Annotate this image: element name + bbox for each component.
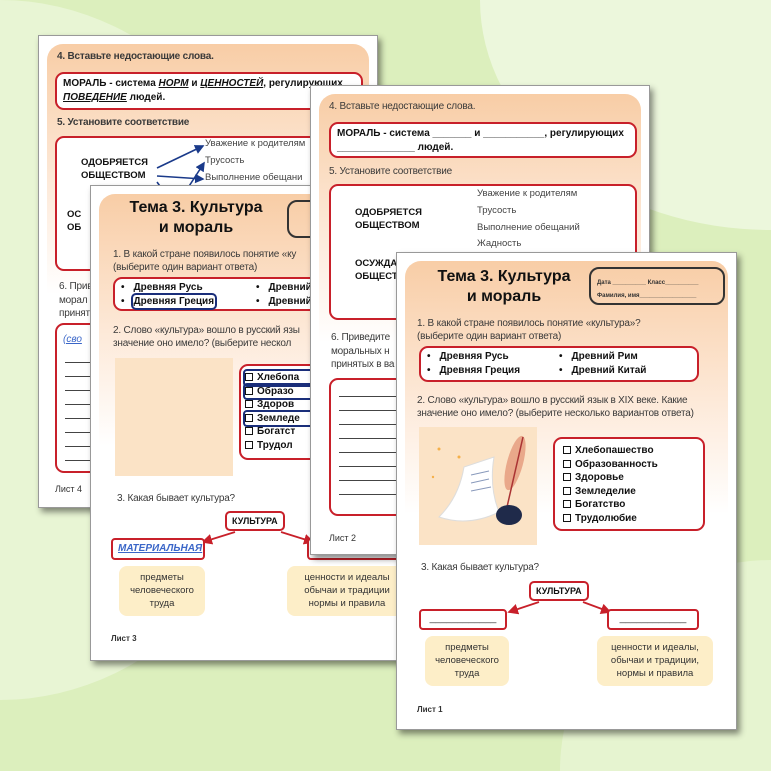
checkbox-item[interactable]: Богатст [245, 425, 409, 439]
culture-arrows [507, 601, 612, 615]
answer-line [339, 396, 399, 397]
answer-word: ПОВЕДЕНИЕ [63, 92, 127, 103]
checkbox-item[interactable]: Хлебопа [243, 369, 411, 387]
moral-text: и [188, 78, 201, 89]
material-culture-box [111, 538, 205, 560]
option-ancient-rome[interactable]: Древний Рим [559, 351, 638, 362]
answer-line [339, 480, 399, 481]
moral-text: МОРАЛЬ - система [63, 78, 159, 89]
checklist-box: Хлебопашество Образованность Здоровье Зе… [553, 437, 705, 531]
option-ancient-rome[interactable]: Древний [256, 282, 312, 293]
fill-in-box: МОРАЛЬ - система _______ и ___________, … [329, 122, 637, 158]
checkbox-item[interactable]: Земледелие [563, 485, 695, 499]
match-item: Трусость [477, 205, 517, 216]
answer-word: ЦЕННОСТЕЙ [200, 78, 264, 89]
spiritual-note: ценности и идеалы,обычаи и традиции,норм… [597, 636, 713, 686]
spiritual-culture-box[interactable]: ____________ [607, 609, 699, 630]
quill-ink-icon [431, 435, 526, 525]
question-5: 5. Установите соответствие [329, 166, 452, 177]
answer-line [339, 466, 399, 467]
checkbox-item[interactable]: Образо [243, 382, 411, 400]
sheet-number: Лист 1 [417, 705, 443, 714]
question-2: 2. Слово «культура» вошло в русский язык… [417, 395, 694, 419]
date-name-box: Дата __________ Класс__________ Фамилия, … [589, 267, 725, 305]
question-5: 5. Установите соответствие [57, 117, 190, 128]
match-item: Уважение к родителям [477, 188, 578, 199]
checkbox-item[interactable]: Земледе [243, 409, 411, 427]
checkbox-item[interactable]: Здоровье [563, 471, 695, 485]
option-ancient-greece[interactable]: Древняя Греция [121, 293, 218, 310]
match-item: Выполнение обещани [205, 172, 303, 183]
checkbox-item[interactable]: Хлебопашество [563, 444, 695, 458]
date-class-field[interactable]: Дата __________ Класс__________ [597, 280, 699, 286]
moral-text: , регулирующих [263, 78, 343, 89]
option-ancient-rus[interactable]: Древняя Русь [427, 351, 509, 362]
material-culture-box[interactable]: ____________ [419, 609, 507, 630]
moral-text: МОРАЛЬ - система _______ и ___________, … [337, 128, 624, 139]
checkbox-item[interactable]: Трудол [245, 439, 409, 453]
quill-scroll-illustration [115, 358, 233, 476]
question-1: 1. В какой стране появилось понятие «ку(… [113, 249, 297, 273]
checkbox-item[interactable]: Богатство [563, 498, 695, 512]
moral-text: людей. [126, 92, 166, 103]
question-1: 1. В какой стране появилось понятие «кул… [417, 318, 641, 342]
sheet-number: Лист 4 [55, 484, 83, 494]
answer-line [339, 424, 399, 425]
question-3: 3. Какая бывает культура? [421, 562, 539, 573]
checkbox-item[interactable]: Здоров [245, 398, 409, 412]
checkbox-item[interactable]: Трудолюбие [563, 512, 695, 526]
material-answer: МАТЕРИАЛЬНАЯ [118, 543, 203, 554]
answer-line [339, 410, 399, 411]
answer-word: НОРМ [158, 78, 189, 89]
question-4: 4. Вставьте недостающие слова. [57, 51, 214, 62]
answer-text: (сво [63, 334, 82, 345]
answer-line [339, 494, 399, 495]
culture-box: КУЛЬТУРА [225, 511, 285, 531]
match-item: Выполнение обещаний [477, 222, 580, 233]
quill-scroll-illustration [419, 427, 537, 545]
checkbox-item[interactable]: Образованность [563, 458, 695, 472]
option-ancient-rus[interactable]: Древняя Русь [121, 282, 203, 293]
option-ancient-china[interactable]: Древний Китай [559, 365, 647, 376]
option-ancient-greece[interactable]: Древняя Греция [427, 365, 521, 376]
moral-text: ______________ людей. [337, 142, 454, 153]
match-item: Уважение к родителям [205, 138, 306, 149]
question-4: 4. Вставьте недостающие слова. [329, 101, 476, 112]
sheet-number: Лист 2 [329, 533, 357, 543]
sheet-number: Лист 3 [111, 634, 137, 643]
match-item: Жадность [477, 238, 522, 249]
selected-answer: Древняя Греция [130, 293, 218, 310]
answer-line [339, 452, 399, 453]
match-item: Трусость [205, 155, 245, 166]
name-field[interactable]: Фамилия, имя_________________ [597, 293, 697, 299]
answer-line [339, 438, 399, 439]
option-ancient-china[interactable]: Древний [256, 296, 312, 307]
culture-box: КУЛЬТУРА [529, 581, 589, 601]
question-3: 3. Какая бывает культура? [117, 493, 235, 504]
